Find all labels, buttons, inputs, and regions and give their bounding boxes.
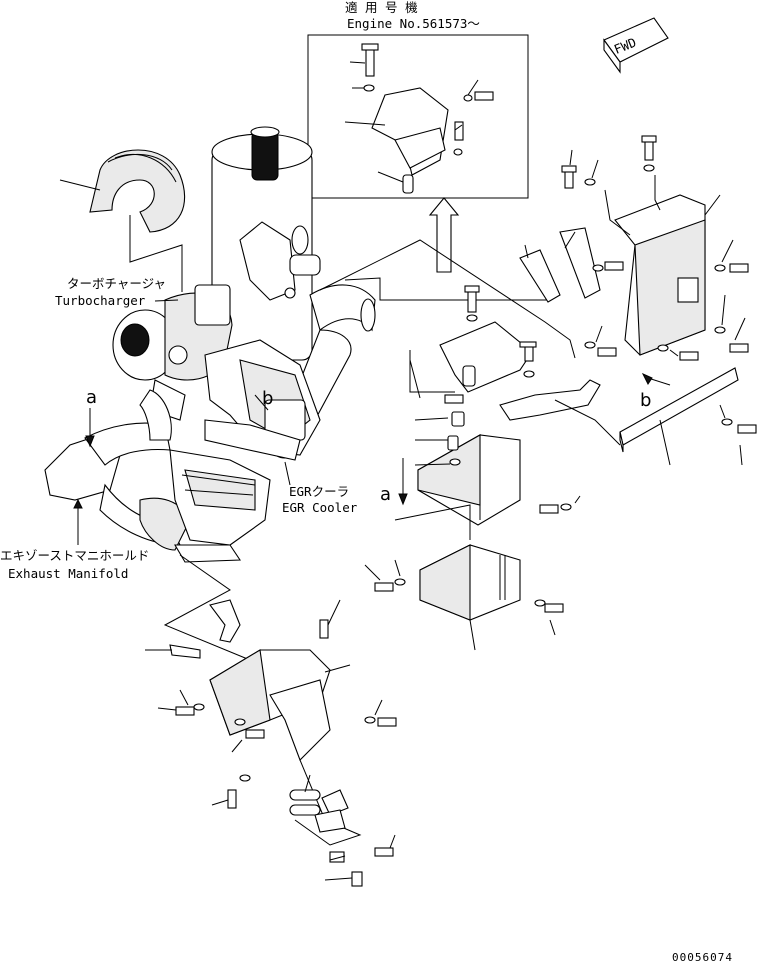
- exhaust-jp-label: エキゾーストマニホールド: [0, 548, 149, 563]
- lower-center-bracket: [364, 504, 564, 651]
- arrow-icon: [641, 372, 653, 385]
- leader-egr: [284, 461, 291, 486]
- inset-bracket-assembly: [344, 43, 494, 194]
- fwd-direction-icon: FWD: [603, 17, 669, 74]
- engine-serial-label: Engine No.561573～: [347, 16, 480, 31]
- callout-b-right: b: [640, 390, 651, 411]
- leader-lower-group: [163, 554, 251, 661]
- turbo-en-label: Turbocharger: [55, 293, 146, 308]
- up-arrow-icon: [428, 197, 460, 273]
- applicability-title: 適 用 号 機: [345, 0, 418, 15]
- applicability-box: [307, 34, 529, 199]
- egr-jp-label: EGRクーラ: [289, 484, 349, 499]
- callout-b-mid: b: [262, 388, 273, 409]
- leader-turbo-shield: [129, 215, 183, 292]
- egr-en-label: EGR Cooler: [282, 500, 358, 515]
- turbo-heat-shield: [59, 149, 186, 233]
- arrow-icon: [73, 498, 83, 509]
- lower-clamp-parts: [289, 759, 396, 887]
- exhaust-en-label: Exhaust Manifold: [8, 566, 128, 581]
- long-bar-bracket: [554, 367, 757, 466]
- lower-left-bracket-assembly: [145, 599, 397, 809]
- callout-a-left: a: [86, 387, 97, 408]
- egr-cooler-assembly: [204, 339, 321, 461]
- leader-upper-mid: [344, 277, 550, 301]
- intake-elbow: [239, 221, 321, 301]
- right-plate-assembly: [519, 135, 749, 361]
- leader-upper-right: [319, 239, 576, 359]
- arrow-down-icon: [398, 493, 408, 506]
- arrow-down-icon: [85, 435, 95, 448]
- drawing-number: 00056074: [672, 951, 733, 964]
- callout-a-mid: a: [380, 484, 391, 505]
- leader-turbo: [154, 299, 179, 302]
- turbo-jp-label: ターボチャージャ: [67, 276, 166, 291]
- center-bracket-assembly: [409, 285, 601, 526]
- exhaust-manifold: [44, 389, 271, 563]
